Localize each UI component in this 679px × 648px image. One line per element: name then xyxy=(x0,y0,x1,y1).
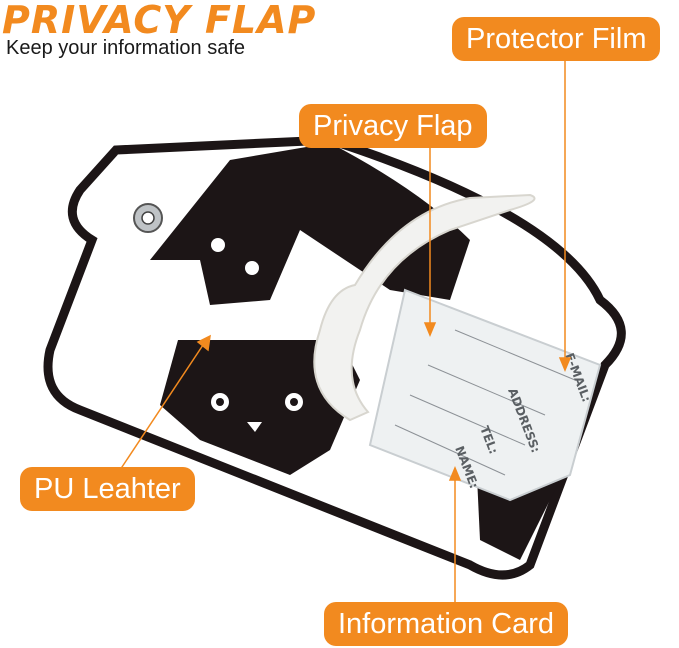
callout-protector-film: Protector Film xyxy=(452,17,661,61)
cat-nose xyxy=(247,422,262,432)
black-cat-bottom xyxy=(160,340,360,475)
headline: PRIVACY FLAP xyxy=(2,0,317,42)
callout-information-card: Information Card xyxy=(324,602,568,646)
cat-eye xyxy=(211,238,225,252)
leader-lines xyxy=(119,60,572,602)
callout-privacy-flap: Privacy Flap xyxy=(299,104,487,148)
callout-pu-leather: PU Leahter xyxy=(20,467,195,511)
subheadline: Keep your information safe xyxy=(6,37,246,59)
cat-eye xyxy=(245,261,259,275)
privacy-flap xyxy=(313,193,536,422)
